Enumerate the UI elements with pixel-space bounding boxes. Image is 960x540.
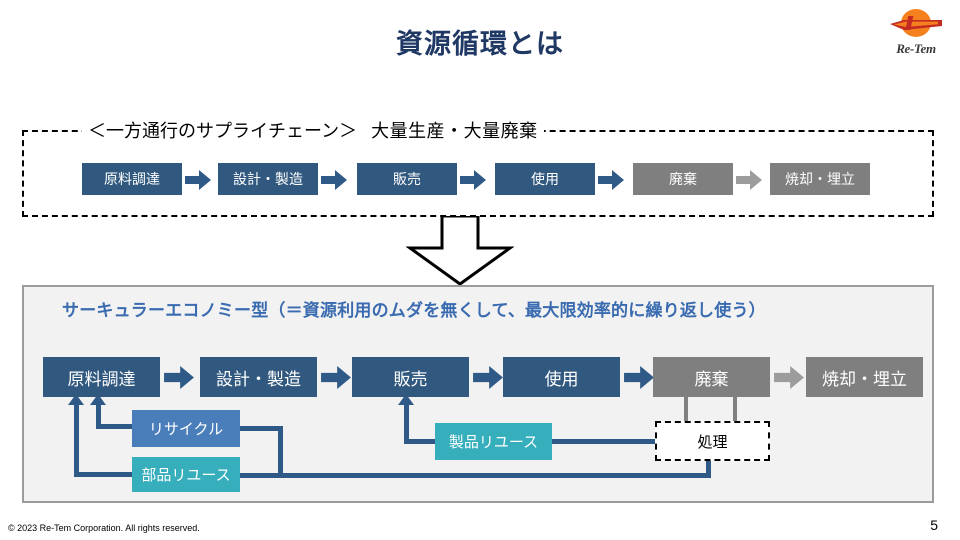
connector-recycle-vertical [96, 404, 101, 429]
linear-step-label: 設計・製造 [233, 171, 303, 187]
connector-parts-reuse-vertical [74, 404, 79, 477]
logo-text: Re-Tem [896, 41, 936, 56]
connector-treatment-to-parts-horizontal [240, 473, 711, 478]
linear-step-label: 廃棄 [669, 171, 697, 187]
circular-step-label: 原料調達 [67, 369, 136, 389]
connector-disposal-leg-right [733, 397, 737, 422]
circular-step-sales[interactable]: 販売 [352, 357, 469, 397]
connector-parts-reuse-arrowhead-icon [68, 394, 84, 405]
connector-recycle-branch-horizontal [240, 426, 283, 431]
circular-arrow-5-icon [773, 366, 804, 389]
logo-mark-icon [890, 9, 942, 37]
copyright-text: © 2023 Re-Tem Corporation. All rights re… [8, 523, 200, 533]
loop-box-product-reuse[interactable]: 製品リユース [435, 423, 552, 460]
circular-step-label: 使用 [544, 369, 579, 389]
connector-recycle-horizontal [96, 424, 136, 429]
linear-arrow-3-icon [460, 170, 486, 190]
connector-disposal-leg-left [684, 397, 688, 422]
connector-product-reuse-horizontal [404, 439, 438, 444]
linear-supply-chain-caption: ＜一方通行のサプライチェーン＞ 大量生産・大量廃棄 [82, 117, 544, 143]
loop-box-label: 処理 [697, 433, 728, 451]
loop-box-label: 部品リユース [141, 467, 231, 484]
circular-step-incineration-landfill[interactable]: 焼却・埋立 [806, 357, 923, 397]
circular-arrow-4-icon [623, 366, 654, 389]
re-tem-logo: Re-Tem [886, 8, 946, 64]
linear-caption-sub: 大量生産・大量廃棄 [371, 121, 538, 141]
circular-arrow-1-icon [163, 366, 194, 389]
connector-product-reuse-vertical [404, 404, 409, 444]
linear-arrow-5-icon [736, 170, 762, 190]
loop-box-recycle[interactable]: リサイクル [132, 410, 240, 447]
linear-step-use[interactable]: 使用 [495, 163, 595, 195]
linear-step-label: 使用 [531, 171, 559, 187]
linear-arrow-1-icon [185, 170, 211, 190]
linear-caption-tag: ＜一方通行のサプライチェーン＞ [88, 121, 358, 141]
circular-arrow-3-icon [472, 366, 503, 389]
circular-arrow-2-icon [320, 366, 351, 389]
connector-product-reuse-arrowhead-icon [398, 394, 414, 405]
loop-box-parts-reuse[interactable]: 部品リユース [132, 457, 240, 492]
loop-box-label: 製品リユース [448, 434, 539, 451]
connector-treatment-to-product-reuse [550, 439, 657, 444]
page-number: 5 [930, 517, 938, 533]
circular-step-design-manufacture[interactable]: 設計・製造 [200, 357, 317, 397]
transition-down-arrow-icon [405, 214, 515, 286]
circular-step-raw-material[interactable]: 原料調達 [43, 357, 160, 397]
connector-parts-reuse-horizontal [74, 472, 136, 477]
linear-step-label: 原料調達 [104, 171, 160, 187]
linear-step-label: 販売 [393, 171, 421, 187]
linear-step-design-manufacture[interactable]: 設計・製造 [218, 163, 318, 195]
loop-box-treatment[interactable]: 処理 [655, 421, 770, 461]
connector-treatment-vertical [706, 460, 711, 478]
linear-step-disposal[interactable]: 廃棄 [633, 163, 733, 195]
circular-step-use[interactable]: 使用 [503, 357, 620, 397]
linear-arrow-4-icon [598, 170, 624, 190]
circular-economy-heading: サーキュラーエコノミー型（＝資源利用のムダを無くして、最大限効率的に繰り返し使う… [62, 301, 766, 320]
circular-step-label: 焼却・埋立 [822, 369, 907, 389]
linear-step-raw-material[interactable]: 原料調達 [82, 163, 182, 195]
connector-recycle-branch-vertical [278, 426, 283, 476]
linear-step-sales[interactable]: 販売 [357, 163, 457, 195]
connector-recycle-arrowhead-icon [90, 394, 106, 405]
circular-step-label: 販売 [393, 369, 428, 389]
page-title: 資源循環とは [396, 29, 564, 59]
circular-step-disposal[interactable]: 廃棄 [653, 357, 770, 397]
circular-step-label: 廃棄 [694, 369, 729, 389]
loop-box-label: リサイクル [148, 421, 224, 438]
linear-step-label: 焼却・埋立 [785, 171, 855, 187]
linear-arrow-2-icon [321, 170, 347, 190]
circular-step-label: 設計・製造 [216, 369, 301, 389]
linear-step-incineration-landfill[interactable]: 焼却・埋立 [770, 163, 870, 195]
